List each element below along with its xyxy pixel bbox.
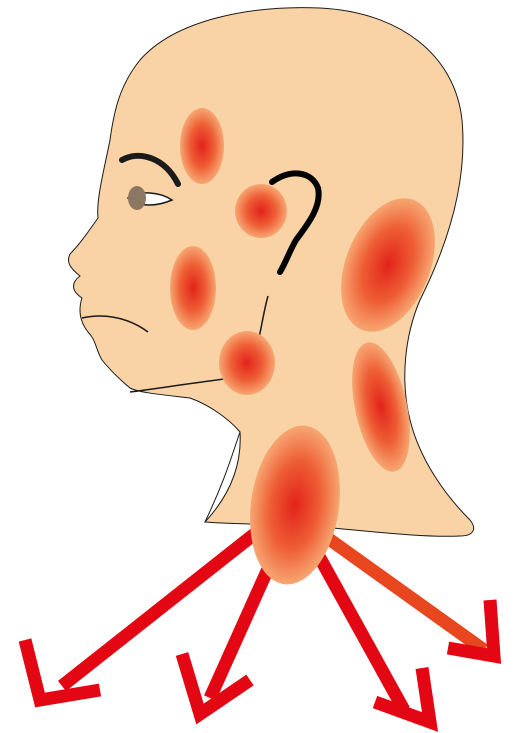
- cheek-hotspot: [170, 246, 216, 330]
- eye-iris: [128, 186, 146, 210]
- temple-hotspot: [180, 108, 224, 184]
- jaw-angle-hotspot: [219, 331, 275, 395]
- pre-auricular-hotspot: [235, 184, 287, 238]
